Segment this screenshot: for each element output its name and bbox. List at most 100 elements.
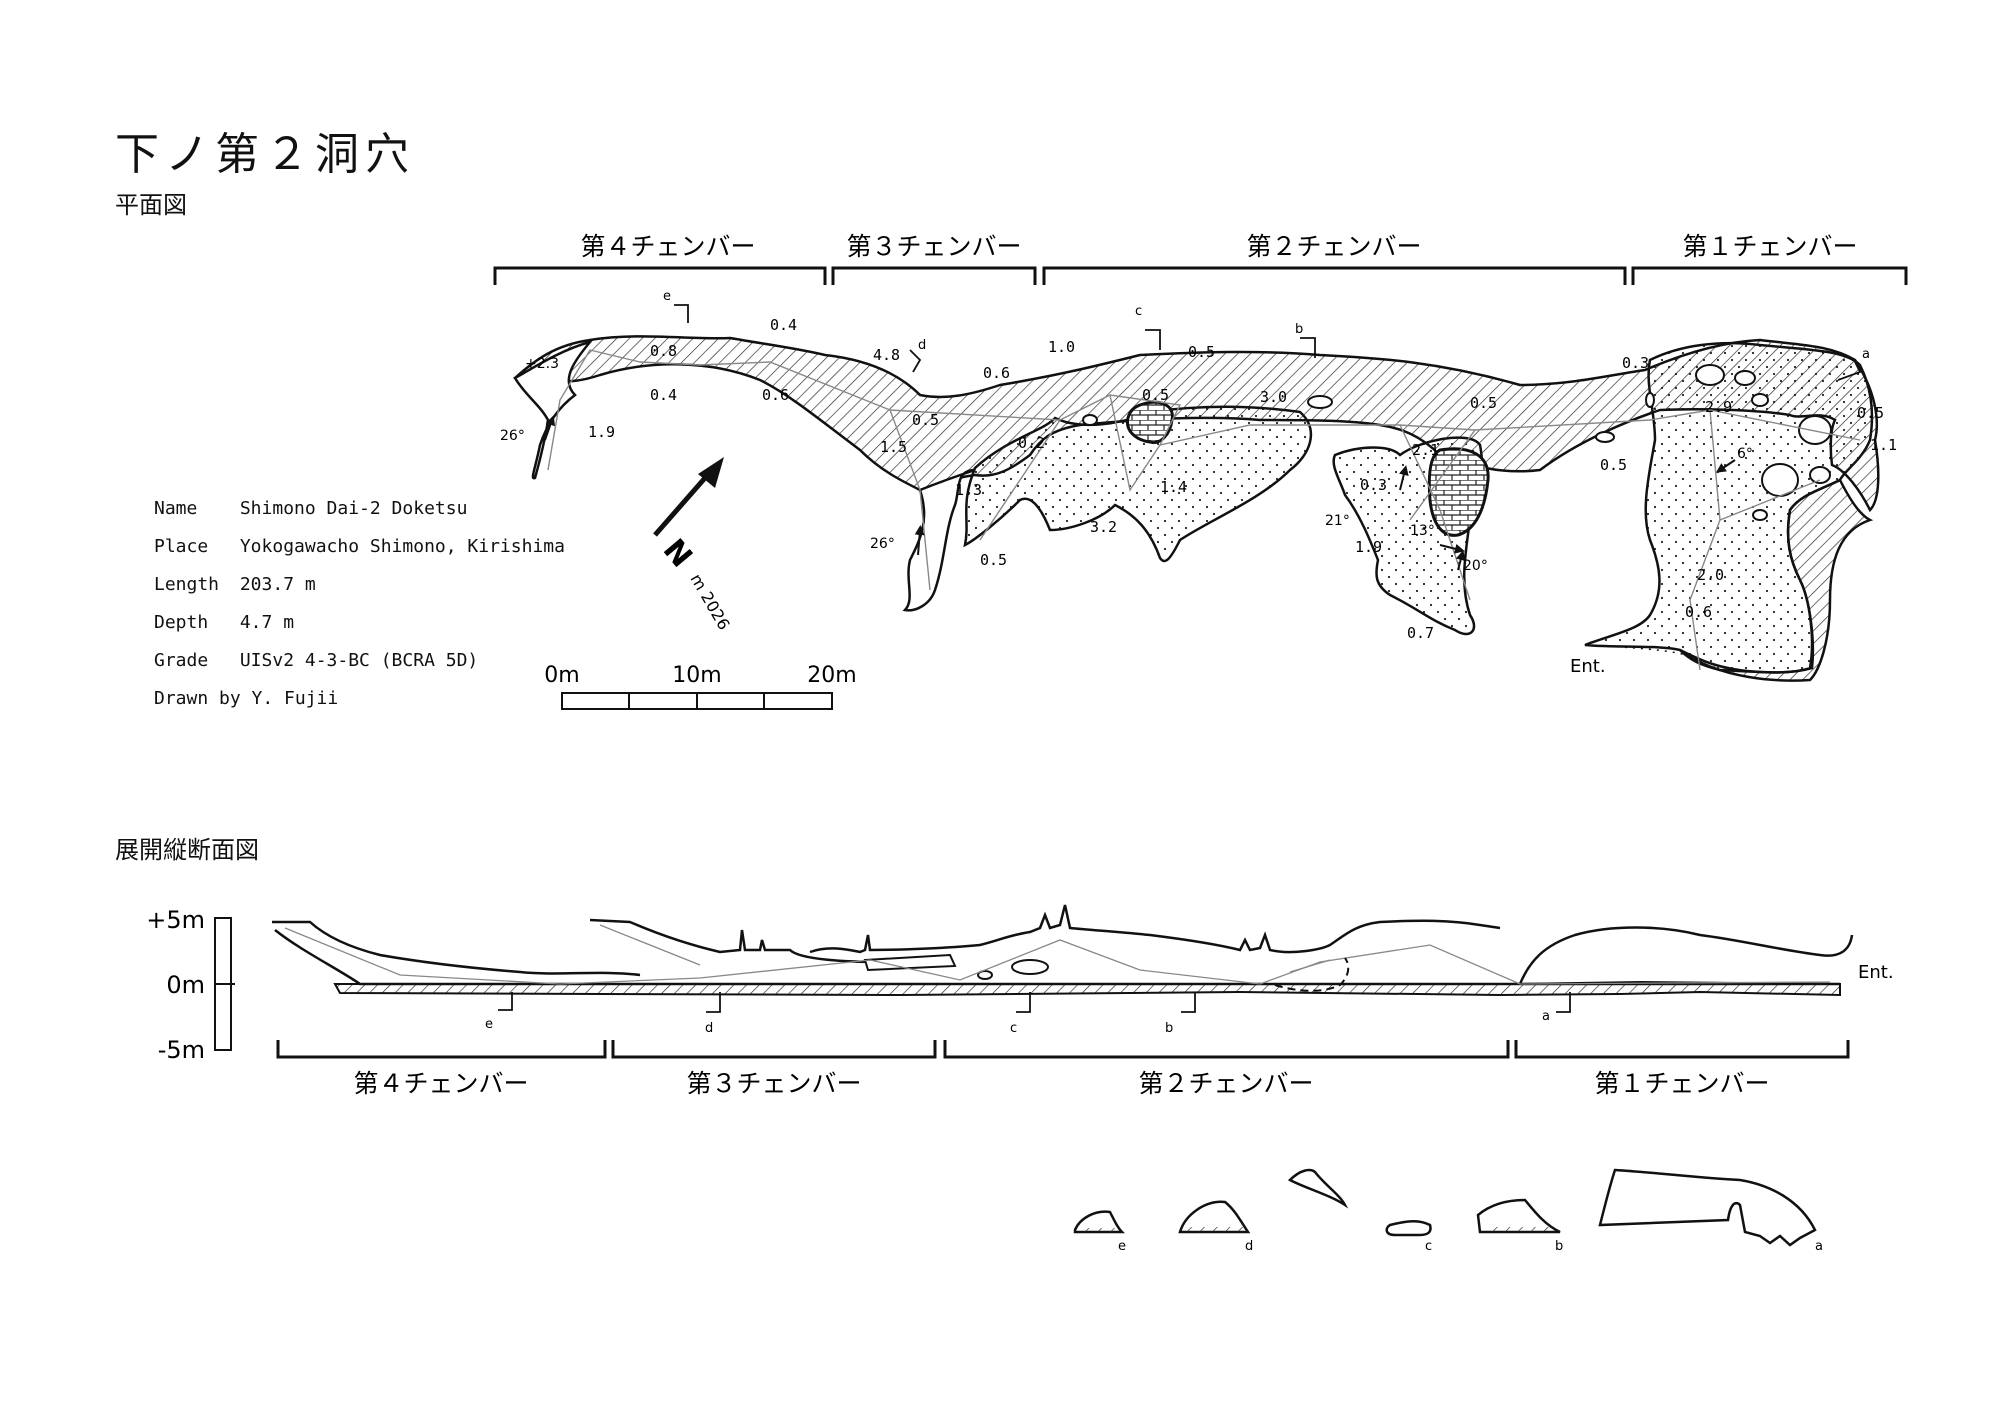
plan-cave-map <box>513 304 1880 682</box>
plan-section-marks <box>674 304 1862 381</box>
xsec-letter-c: c <box>1425 1239 1432 1254</box>
plan-h-down-6: 1.1 <box>1870 436 1897 454</box>
plan-h-up-5: 0.5 <box>1188 343 1215 361</box>
plan-chamber-4-label: 第４チェンバー <box>580 232 755 261</box>
vscale-mid-label: 0m <box>166 971 205 999</box>
info-depth-key: Depth <box>154 612 209 633</box>
profile-section-a: a <box>1542 1009 1550 1024</box>
plan-h-extra-0: 3.2 <box>1090 518 1117 536</box>
cross-section-e <box>1073 1210 1126 1234</box>
plan-h-extra-2: 1.3 <box>955 481 982 499</box>
cross-section-a <box>1598 1168 1817 1247</box>
profile-chamber-4-label: 第４チェンバー <box>353 1069 528 1098</box>
plan-h-down-7: 0.6 <box>1685 603 1712 621</box>
plan-h-up-15: 1.9 <box>588 423 615 441</box>
plan-chamber-1-label: 第１チェンバー <box>1682 232 1857 261</box>
plan-h-up-10: 1.5 <box>880 438 907 456</box>
plan-h-up-0: 0.8 <box>650 342 677 360</box>
info-grade-key: Grade <box>154 650 209 671</box>
plan-h-up-12: 1.4 <box>1160 478 1187 496</box>
plan-slope-arrows <box>544 415 1736 571</box>
plan-alt-label: +2.3 <box>525 356 559 372</box>
horizontal-scale-bar <box>561 692 833 710</box>
info-place-key: Place <box>154 536 209 557</box>
scale-label-10m: 10m <box>672 663 721 688</box>
cross-section-d <box>1178 1200 1251 1234</box>
profile-section-e: e <box>485 1017 493 1032</box>
scale-label-20m: 20m <box>807 663 856 688</box>
plan-h-up-8: 2.9 <box>1705 398 1732 416</box>
plan-entrance-label: Ent. <box>1570 656 1606 677</box>
page-title: 下ノ第２洞穴 <box>115 129 415 180</box>
plan-chamber-brackets <box>493 266 1908 285</box>
xsec-letter-e: e <box>1118 1239 1126 1254</box>
plan-section-letters: e d c b a <box>663 289 1870 362</box>
cross-section-b <box>1476 1198 1561 1234</box>
cross-sections <box>1073 1168 1817 1247</box>
plan-pillar-chamber-3 <box>1125 400 1174 445</box>
north-declination: m 2026 <box>687 571 734 634</box>
plan-slope-21: 21° <box>1325 513 1350 529</box>
plan-height-labels: 0.8 0.4 4.8 0.6 1.0 0.5 3.0 0.3 2.9 0.5 … <box>588 316 1897 642</box>
profile-entrance-label: Ent. <box>1858 962 1894 983</box>
plan-entrance-passage <box>1679 478 1874 682</box>
plan-h-up-14: 2.0 <box>1697 566 1724 584</box>
plan-section-c: c <box>1135 304 1142 319</box>
info-name-key: Name <box>154 498 198 519</box>
plan-h-extra-4: 1.9 <box>1355 538 1382 556</box>
plan-h-down-5: 0.5 <box>1600 456 1627 474</box>
plan-h-up-1: 0.4 <box>770 316 797 334</box>
plan-chamber-2-label: 第２チェンバー <box>1246 232 1421 261</box>
plan-slope-6: 6° <box>1737 446 1753 462</box>
north-arrow: N m 2026 <box>653 457 734 634</box>
info-length: 203.7 m <box>239 574 316 595</box>
profile-section-letters: e d c b a <box>485 1009 1550 1036</box>
profile-floor <box>274 929 1840 986</box>
xsec-letter-b: b <box>1555 1239 1563 1254</box>
cross-section-c-upper <box>1287 1168 1349 1209</box>
plan-h-up-4: 1.0 <box>1048 338 1075 356</box>
plan-h-extra-5: 0.7 <box>1407 624 1434 642</box>
plan-chamber-3-label: 第３チェンバー <box>846 232 1021 261</box>
plan-h-extra-3: 0.3 <box>1360 476 1387 494</box>
plan-h-up-6: 3.0 <box>1260 388 1287 406</box>
plan-section-b: b <box>1295 322 1303 337</box>
profile-rocks <box>863 953 1049 980</box>
profile-label: 展開縦断面図 <box>115 836 259 864</box>
vscale-bot-label: -5m <box>158 1036 205 1064</box>
plan-boulders <box>1082 364 1832 521</box>
profile-chamber-1-label: 第１チェンバー <box>1594 1069 1769 1098</box>
profile-dashed-boundary <box>1274 957 1350 992</box>
plan-survey-lines <box>547 349 1861 671</box>
plan-h-up-13: 2.1 <box>1412 441 1439 459</box>
plan-slope-26a: 26° <box>500 428 525 444</box>
profile-chamber-3-label: 第３チェンバー <box>686 1069 861 1098</box>
north-letter: N <box>656 533 699 575</box>
profile-section-d: d <box>705 1021 713 1036</box>
profile-ceiling <box>272 904 1854 985</box>
plan-entrance-line <box>1584 644 1701 661</box>
vertical-scale-bar <box>214 917 235 1051</box>
plan-h-down-2: 0.5 <box>912 411 939 429</box>
plan-h-down-0: 0.4 <box>650 386 677 404</box>
cave-info: Name Shimono Dai-2 Doketsu Place Yokogaw… <box>154 490 565 718</box>
info-depth: 4.7 m <box>239 612 295 633</box>
profile-chamber-2-label: 第２チェンバー <box>1138 1069 1313 1098</box>
xsec-letter-d: d <box>1245 1239 1253 1254</box>
profile-chamber-brackets <box>276 1040 1850 1059</box>
info-name: Shimono Dai-2 Doketsu <box>239 498 468 519</box>
profile-cave-section <box>272 904 1854 997</box>
plan-h-extra-1: 0.5 <box>980 551 1007 569</box>
plan-section-d: d <box>918 338 926 353</box>
info-length-key: Length <box>154 574 220 595</box>
plan-slope-13: 13° <box>1410 523 1435 539</box>
profile-section-b: b <box>1165 1021 1173 1036</box>
plan-slope-20: 20° <box>1463 558 1488 574</box>
plan-chamber-3-passage <box>902 468 976 612</box>
plan-h-up-9: 0.5 <box>1857 404 1884 422</box>
plan-h-up-2: 4.8 <box>873 346 900 364</box>
info-grade: UISv2 4-3-BC (BCRA 5D) <box>239 650 479 671</box>
info-drawn: Drawn by Y. Fujii <box>154 688 339 709</box>
